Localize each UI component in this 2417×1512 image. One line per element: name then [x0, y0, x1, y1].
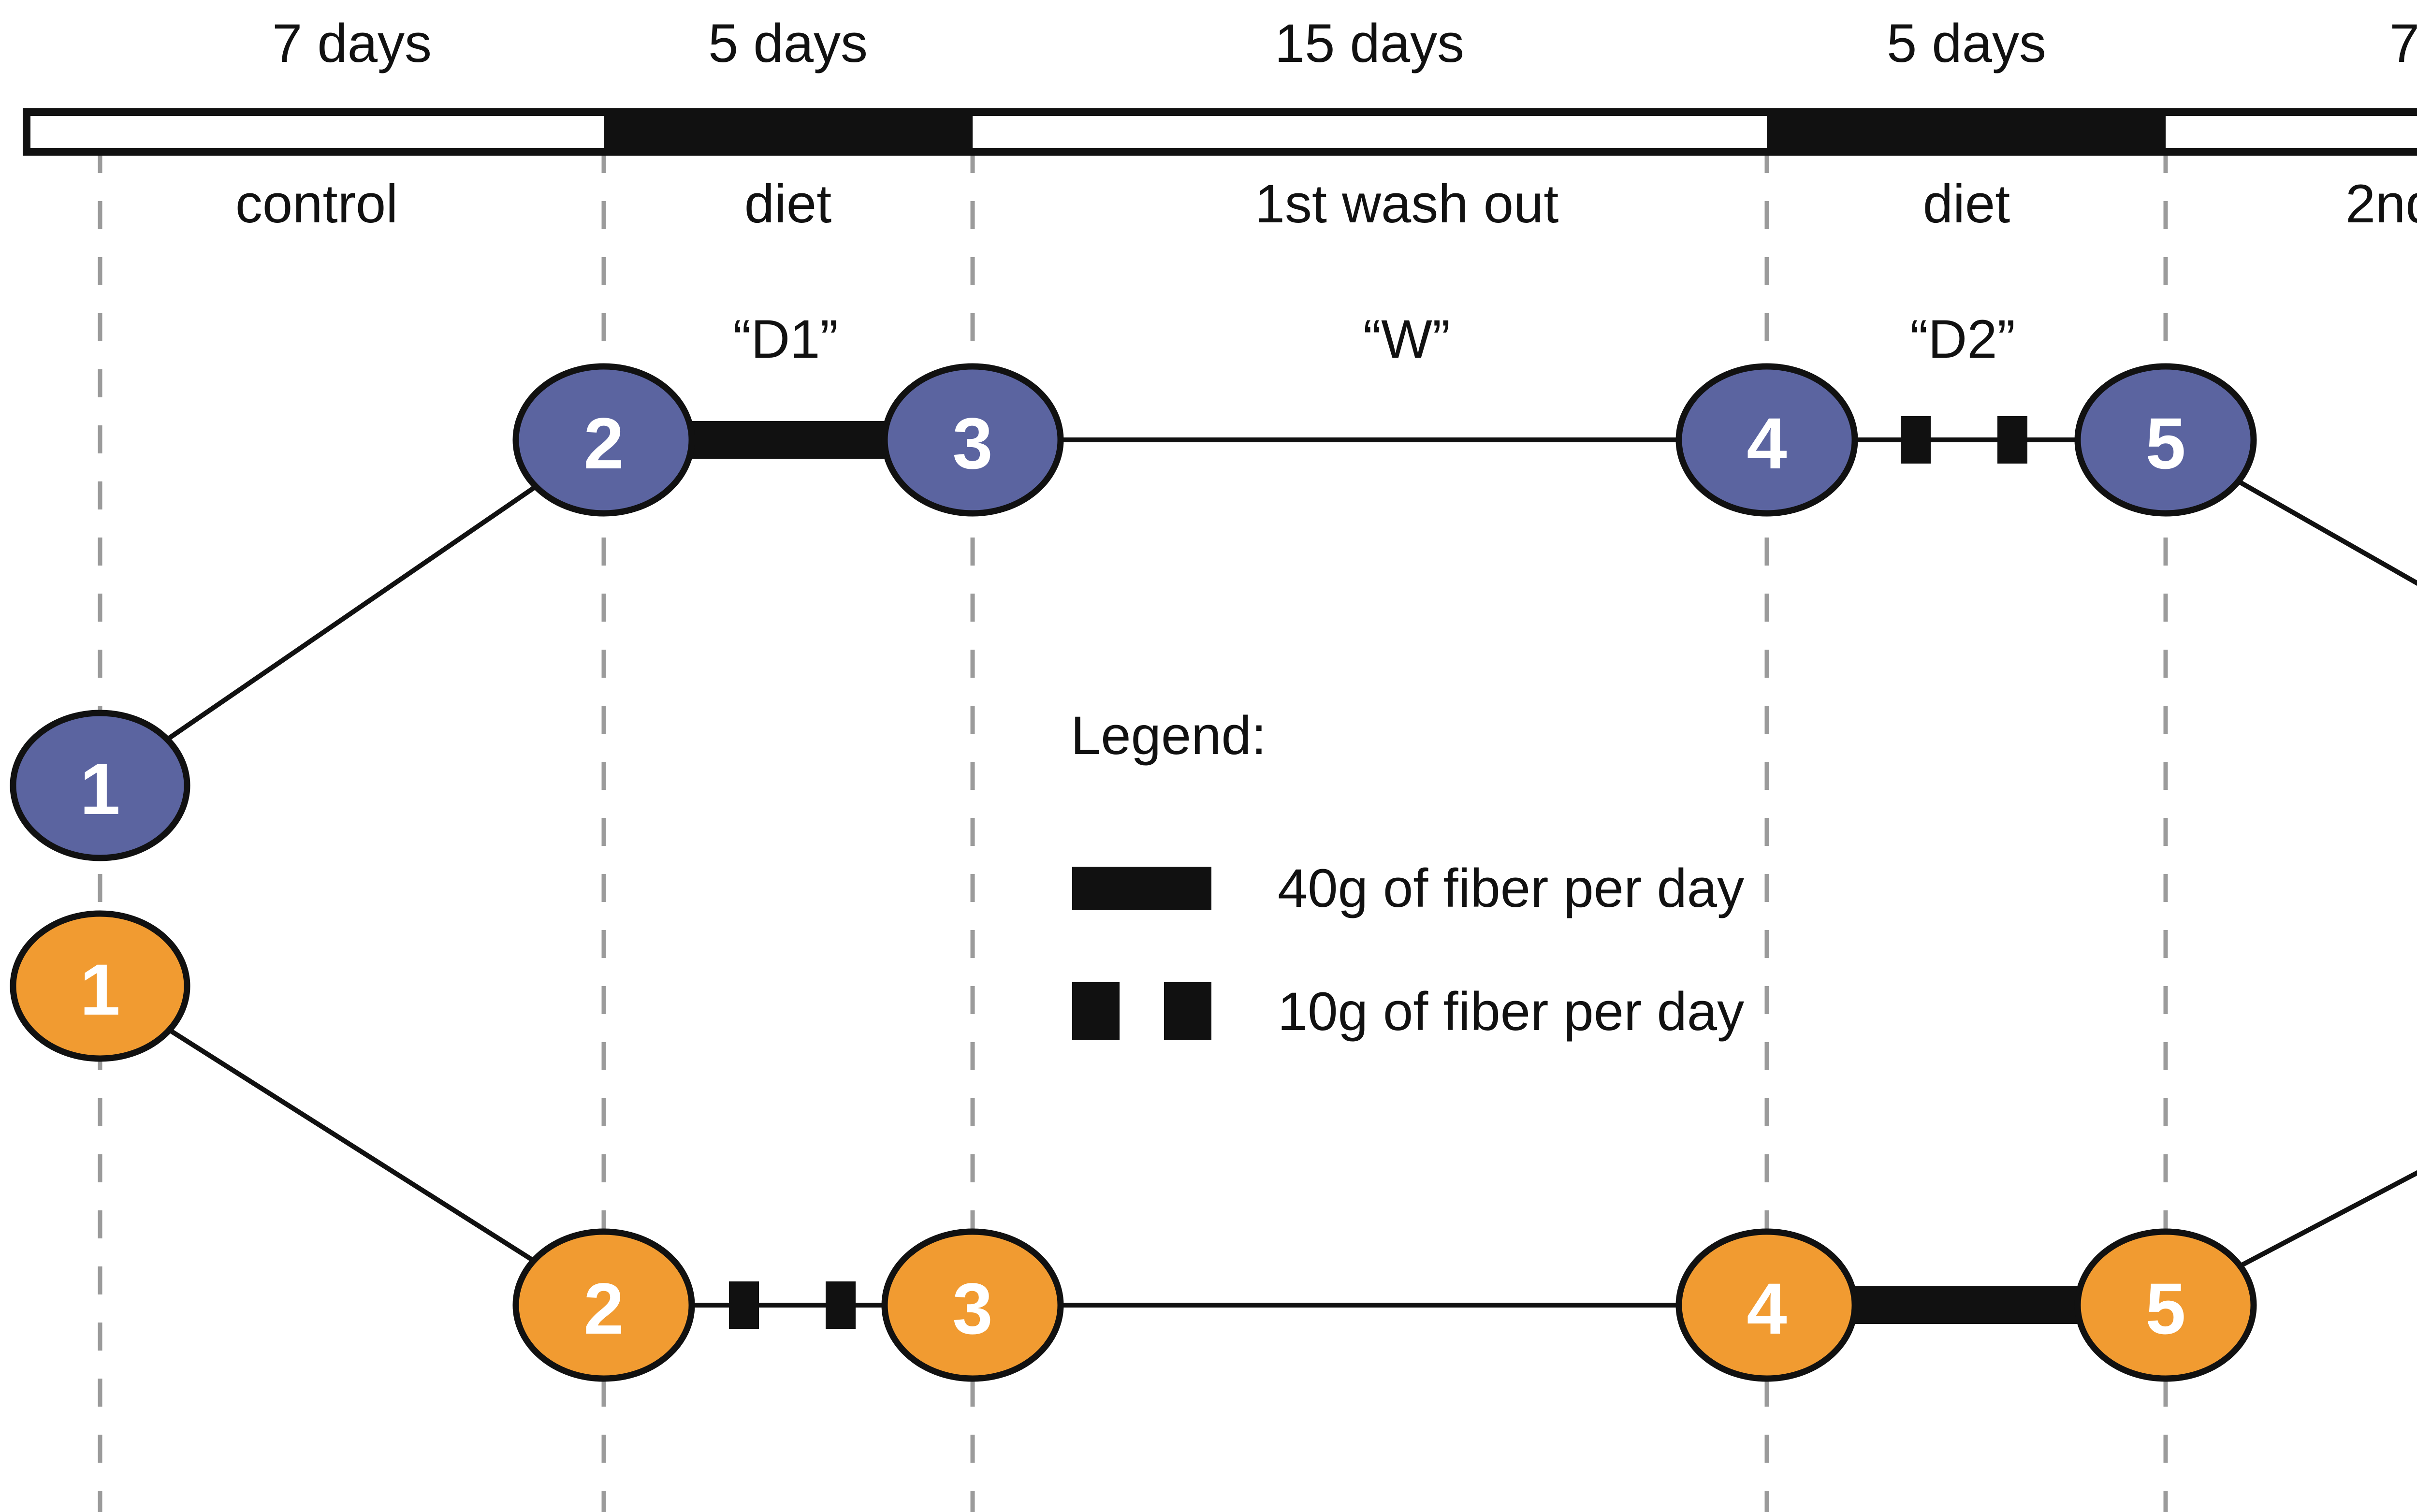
- arm-a-link-1-2-diagonal: [99, 437, 605, 788]
- legend-item-10g: 10g of fiber per day: [1072, 981, 1744, 1042]
- timeline-bar-outline: [23, 108, 2417, 156]
- timeline-segment-washout1: [973, 112, 1767, 152]
- period-code-d1: “D1”: [733, 309, 838, 369]
- legend-swatch-solid-bar-icon: [1072, 867, 1211, 910]
- period-code-labels: “D1” “W” “D2”: [733, 309, 2015, 369]
- node-label: 1: [80, 949, 120, 1030]
- legend-label-40g: 40g of fiber per day: [1278, 858, 1744, 918]
- arm-b-node-4[interactable]: 4: [1675, 1228, 1858, 1382]
- dash-block: [826, 1281, 856, 1329]
- phase-label-control: control: [235, 174, 398, 234]
- timeline-segment-diet1: [604, 112, 973, 152]
- phase-label-washout2: 2nd wash out: [2345, 174, 2417, 234]
- dash-block: [1901, 416, 1931, 464]
- dash-block: [729, 1281, 759, 1329]
- timeline-segment-washout2: [2166, 112, 2417, 152]
- node-label: 5: [2145, 403, 2185, 484]
- node-label: 3: [952, 1268, 992, 1349]
- arm-b-link-1-2-diagonal: [99, 984, 605, 1308]
- arm-a-link-5-6-diagonal: [2164, 437, 2417, 586]
- arm-b-nodes: 1 2 3 4 5 6: [10, 910, 2257, 1382]
- period-code-d2: “D2”: [1910, 309, 2015, 369]
- legend-swatch-dash-block-icon: [1072, 982, 1120, 1040]
- legend: Legend: 40g of fiber per day 10g of fibe…: [1071, 705, 1744, 1042]
- period-code-w: “W”: [1363, 309, 1450, 369]
- phase-label-diet1: diet: [744, 174, 832, 234]
- arm-b-node-1[interactable]: 1: [10, 910, 190, 1062]
- phase-label-diet2: diet: [1923, 174, 2010, 234]
- arm-a-node-3[interactable]: 3: [881, 363, 1064, 517]
- arm-b-node-2[interactable]: 2: [512, 1228, 695, 1382]
- phase-label-washout1: 1st wash out: [1255, 174, 1559, 234]
- legend-item-40g: 40g of fiber per day: [1072, 858, 1744, 918]
- duration-label-diet2: 5 days: [1887, 13, 2046, 73]
- arm-b-node-3[interactable]: 3: [881, 1228, 1064, 1382]
- legend-title: Legend:: [1071, 705, 1267, 766]
- duration-label-washout2: 7 days: [2389, 13, 2417, 73]
- dash-block: [1997, 416, 2027, 464]
- node-label: 5: [2145, 1268, 2185, 1349]
- node-label: 4: [1747, 1268, 1787, 1349]
- duration-labels: 7 days 5 days 15 days 5 days 7 days: [272, 13, 2417, 73]
- duration-label-washout1: 15 days: [1275, 13, 1464, 73]
- timeline-segment-diet2: [1767, 112, 2166, 152]
- node-label: 4: [1747, 403, 1787, 484]
- node-label: 2: [583, 1268, 624, 1349]
- node-label: 3: [952, 403, 992, 484]
- arm-a-nodes: 1 2 3 4 5 6: [10, 363, 2257, 861]
- arm-a-node-1[interactable]: 1: [10, 710, 190, 861]
- duration-label-diet1: 5 days: [708, 13, 868, 73]
- arm-a-node-5[interactable]: 5: [2074, 363, 2257, 517]
- arm-b-link-5-6-diagonal: [2164, 1170, 2417, 1308]
- arm-b-links: [99, 984, 2417, 1329]
- duration-label-control: 7 days: [272, 13, 432, 73]
- legend-label-10g: 10g of fiber per day: [1278, 981, 1744, 1042]
- timeline-segment-control: [27, 112, 604, 152]
- node-label: 2: [583, 403, 624, 484]
- phase-labels: control diet 1st wash out diet 2nd wash …: [235, 174, 2417, 234]
- legend-swatch-dash-block-icon: [1164, 982, 1211, 1040]
- arm-a-node-4[interactable]: 4: [1675, 363, 1858, 517]
- node-label: 1: [80, 748, 120, 829]
- arm-b-node-5[interactable]: 5: [2074, 1228, 2257, 1382]
- arm-a-node-2[interactable]: 2: [512, 363, 695, 517]
- timeline-bar: [23, 108, 2417, 156]
